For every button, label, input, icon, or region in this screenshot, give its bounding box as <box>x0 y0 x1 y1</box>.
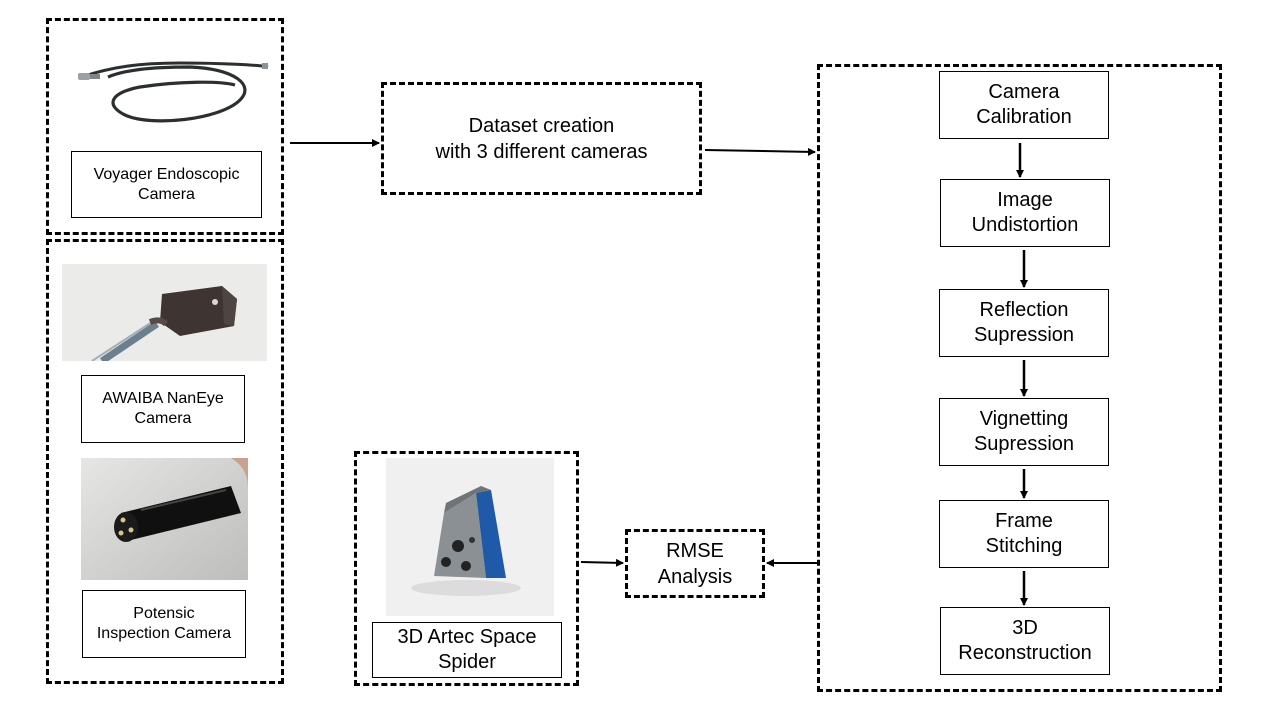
potensic-camera-image <box>81 458 248 580</box>
awaiba-camera-image <box>62 264 267 361</box>
pipeline-step-camera-calibration: Camera Calibration <box>939 71 1109 139</box>
pipeline-step-reflection-supression: Reflection Supression <box>939 289 1109 357</box>
awaiba-label: AWAIBA NanEye Camera <box>81 375 245 443</box>
processing-pipeline-group <box>817 64 1222 692</box>
pipeline-step-frame-stitching: Frame Stitching <box>939 500 1109 568</box>
voyager-endoscope-image <box>70 55 270 140</box>
arrow-dataset-to-pipeline <box>704 147 816 156</box>
artec-group <box>354 451 579 686</box>
camera-group <box>46 239 284 684</box>
arrow-artec-to-rmse <box>580 558 624 567</box>
artec-label: 3D Artec Space Spider <box>372 622 562 678</box>
rmse-analysis-box: RMSE Analysis <box>625 529 765 598</box>
potensic-label: Potensic Inspection Camera <box>82 590 246 658</box>
dataset-creation-box: Dataset creation with 3 different camera… <box>381 82 702 195</box>
voyager-label: Voyager Endoscopic Camera <box>71 151 262 218</box>
pipeline-step-image-undistortion: Image Undistortion <box>940 179 1110 247</box>
pipeline-step-vignetting-supression: Vignetting Supression <box>939 398 1109 466</box>
pipeline-step-3d-reconstruction: 3D Reconstruction <box>940 607 1110 675</box>
artec-scanner-image <box>386 458 554 616</box>
voyager-group <box>46 18 284 235</box>
